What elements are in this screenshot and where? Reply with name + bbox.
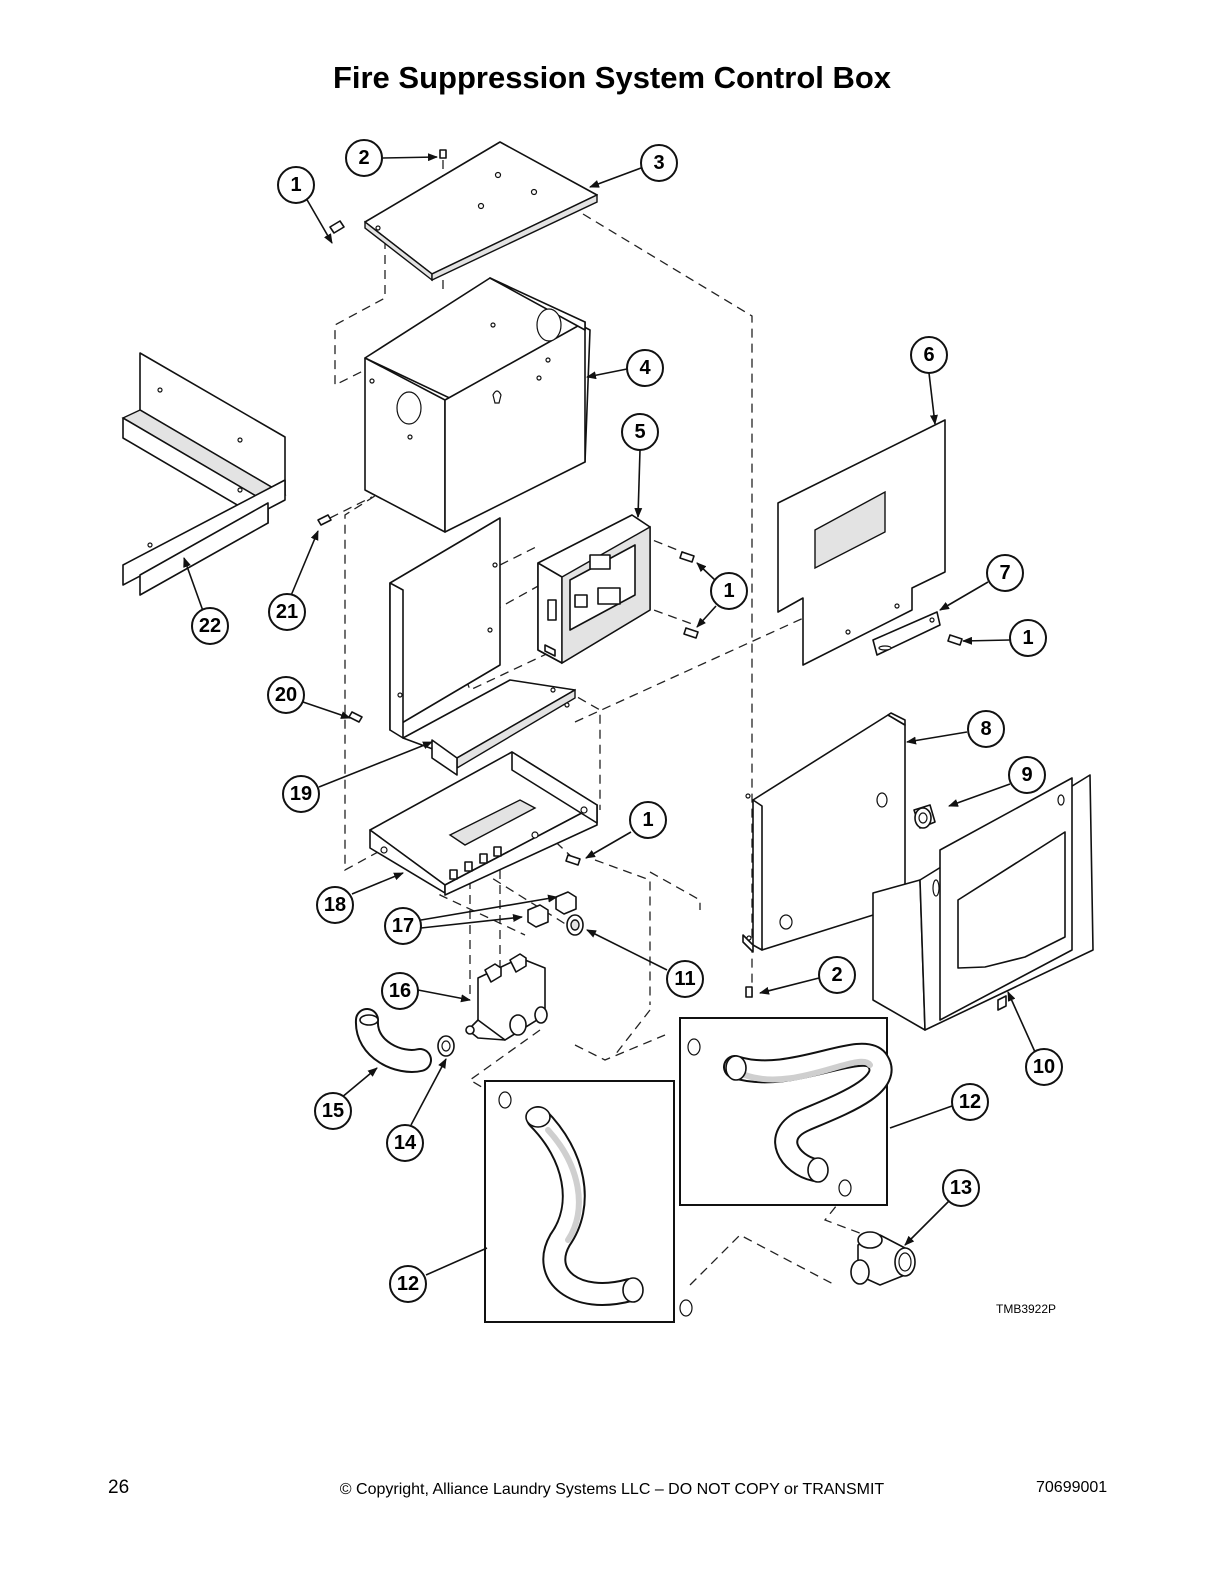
hose-assembly-upper <box>679 1017 893 1206</box>
callout-label: 1 <box>290 174 301 196</box>
callout-label: 1 <box>642 809 653 831</box>
switch-tray-part <box>369 751 598 896</box>
callout-8-front-door: 8 <box>967 710 1005 748</box>
callout-label: 11 <box>674 968 695 990</box>
callout-18-switch-tray: 18 <box>316 886 354 924</box>
water-valve-part <box>465 953 548 1041</box>
callout-label: 4 <box>639 357 651 379</box>
callout-label: 5 <box>634 421 645 443</box>
callout-label: 21 <box>276 601 298 623</box>
callout-label: 19 <box>290 783 312 805</box>
callout-label: 10 <box>1033 1056 1055 1078</box>
callout-label: 1 <box>1022 627 1033 649</box>
cover-plate-part <box>777 419 946 666</box>
callout-12-lower-hose: 12 <box>389 1265 427 1303</box>
callout-label: 9 <box>1021 764 1032 786</box>
strip-bracket-part <box>872 611 941 656</box>
switch-parts <box>527 891 584 936</box>
callout-label: 17 <box>392 915 414 937</box>
callout-14-washer: 14 <box>386 1124 424 1162</box>
callout-4-enclosure: 4 <box>626 349 664 387</box>
callout-label: 3 <box>653 152 664 174</box>
callout-2-top-screw: 2 <box>345 139 383 177</box>
callout-17-switches: 17 <box>384 907 422 945</box>
callout-15-inlet-hose: 15 <box>314 1092 352 1130</box>
callout-9-lock: 9 <box>1008 756 1046 794</box>
callout-label: 1 <box>723 580 734 602</box>
front-door-part <box>742 712 906 953</box>
callout-1-tray-screw: 1 <box>629 801 667 839</box>
callout-19-inner-panel: 19 <box>282 775 320 813</box>
callout-label: 20 <box>275 684 297 706</box>
callout-label: 14 <box>394 1132 417 1154</box>
tee-fitting-part <box>850 1231 916 1286</box>
callout-1-top-screw: 1 <box>277 166 315 204</box>
callout-label: 18 <box>324 894 346 916</box>
callout-label: 16 <box>389 980 411 1002</box>
callout-10-outer-cover: 10 <box>1025 1048 1063 1086</box>
callout-2-door-screw: 2 <box>818 956 856 994</box>
callout-leaders <box>183 153 1036 1276</box>
hose-assembly-lower <box>484 1080 693 1323</box>
callout-1-board-screw-upper: 1 <box>710 572 748 610</box>
page-title: Fire Suppression System Control Box <box>332 60 892 95</box>
callout-label: 15 <box>322 1100 344 1122</box>
enclosure-shell-part <box>364 277 591 533</box>
callout-16-water-valve: 16 <box>381 972 419 1010</box>
callout-label: 2 <box>358 147 369 169</box>
inlet-hose-part <box>355 1008 455 1073</box>
figure-reference-code: TMB3922P <box>996 1302 1056 1316</box>
callout-13-tee-fitting: 13 <box>942 1169 980 1207</box>
inner-panel-part <box>389 517 576 776</box>
top-cover-part <box>364 141 598 282</box>
callout-6-cover-plate: 6 <box>910 336 948 374</box>
callout-20-screw: 20 <box>267 676 305 714</box>
document-number: 70699001 <box>1036 1479 1108 1496</box>
callout-12-upper-hose: 12 <box>951 1083 989 1121</box>
callout-label: 13 <box>950 1177 972 1199</box>
callout-1-board-screw-lower: 1 <box>723 580 734 602</box>
callout-label: 8 <box>980 718 991 740</box>
callout-5-control-board: 5 <box>621 413 659 451</box>
callout-label: 12 <box>397 1273 419 1295</box>
callout-3-top-cover: 3 <box>640 144 678 182</box>
outer-cover-part <box>872 774 1094 1031</box>
callout-label: 12 <box>959 1091 981 1113</box>
callout-label: 22 <box>199 615 221 637</box>
mounting-bracket-part <box>121 352 287 596</box>
callout-22-bracket: 22 <box>191 607 229 645</box>
callout-7-strip-bracket: 7 <box>986 554 1024 592</box>
page-number: 26 <box>108 1477 130 1498</box>
callout-label: 2 <box>831 964 842 986</box>
callout-11-indicator: 11 <box>666 960 704 998</box>
callout-1-strip-screw: 1 <box>1009 619 1047 657</box>
copyright-notice: © Copyright, Alliance Laundry Systems LL… <box>339 1481 885 1498</box>
callout-label: 7 <box>999 562 1010 584</box>
callout-21-screw: 21 <box>268 593 306 631</box>
control-board-part <box>537 514 651 665</box>
callout-label: 6 <box>923 344 934 366</box>
lock-part <box>913 804 936 829</box>
